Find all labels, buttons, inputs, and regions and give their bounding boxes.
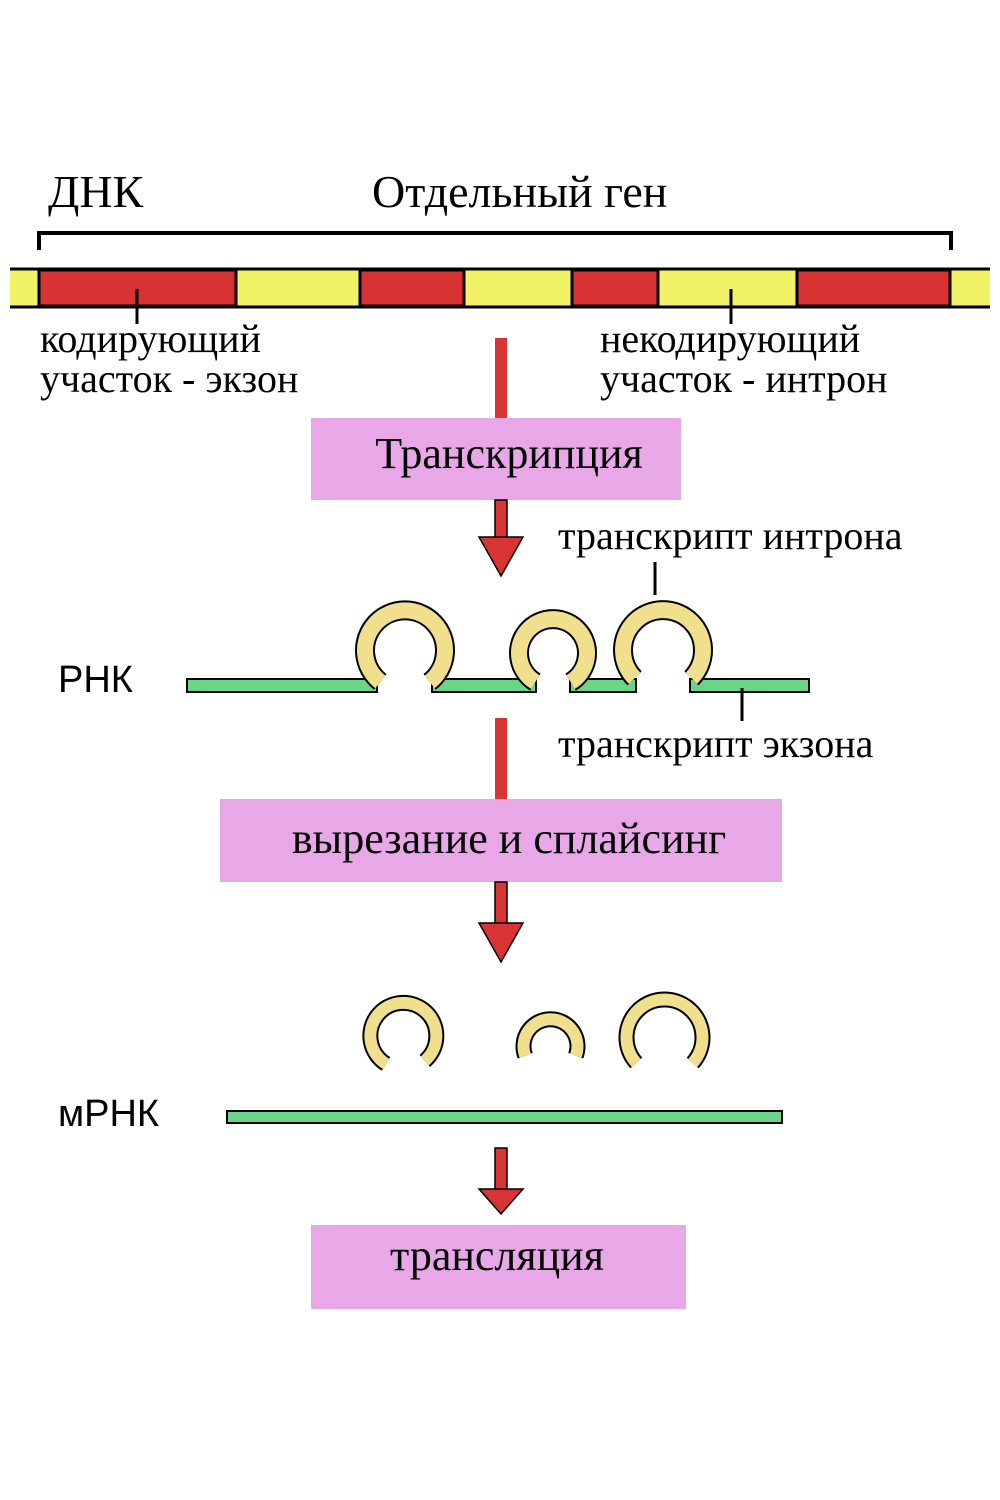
arrow-down [495, 718, 507, 800]
excised-intron-fill [620, 993, 709, 1068]
excised-intron-fill [517, 1013, 584, 1058]
splicing-step: вырезание и сплайсинг [220, 799, 782, 882]
gene-bracket [37, 231, 953, 250]
rna-exon-transcript [689, 678, 810, 693]
transcription-step: Транскрипция [311, 418, 681, 500]
rna-intron-loop-fill [615, 602, 711, 684]
exon-label-line1: кодирующий [40, 316, 261, 361]
mrna-label: мРНК [58, 1093, 159, 1135]
step-box [311, 1225, 686, 1309]
dna-label: ДНК [48, 166, 144, 217]
dna-exon-segment [358, 268, 466, 308]
mrna-strand [226, 1110, 783, 1124]
excised-introns [362, 991, 711, 1071]
rna-label: РНК [58, 659, 133, 701]
arrow-down [495, 338, 507, 420]
rna-exon-transcript [431, 678, 537, 693]
exon-transcript-label: транскрипт экзона [558, 721, 874, 766]
excised-intron-fill [364, 996, 443, 1069]
step-box [220, 799, 782, 882]
dna-exon-segment [570, 268, 660, 308]
arrow-down [477, 1147, 525, 1216]
intron-transcript-label: транскрипт интрона [558, 513, 903, 558]
step-label: вырезание и сплайсинг [292, 814, 726, 863]
arrow-down [477, 499, 525, 578]
rna-strand [186, 600, 810, 693]
dna-strand [10, 267, 990, 309]
step-label: трансляция [390, 1231, 604, 1280]
intron-label-line1: некодирующий [600, 316, 860, 361]
dna-exon-segment [795, 268, 952, 308]
step-label: Транскрипция [375, 429, 643, 478]
rna-intron-loop-fill [511, 611, 595, 689]
intron-label-line2: участок - интрон [600, 356, 888, 401]
step-box [311, 418, 681, 500]
rna-exon-transcript [186, 678, 378, 693]
exon-label-line2: участок - экзон [40, 356, 298, 401]
rna-exon-transcript [569, 678, 637, 693]
rna-intron-loop-fill [357, 602, 453, 689]
translation-step: трансляция [311, 1225, 686, 1309]
arrow-down [477, 881, 525, 964]
single-gene-label: Отдельный ген [372, 166, 667, 217]
